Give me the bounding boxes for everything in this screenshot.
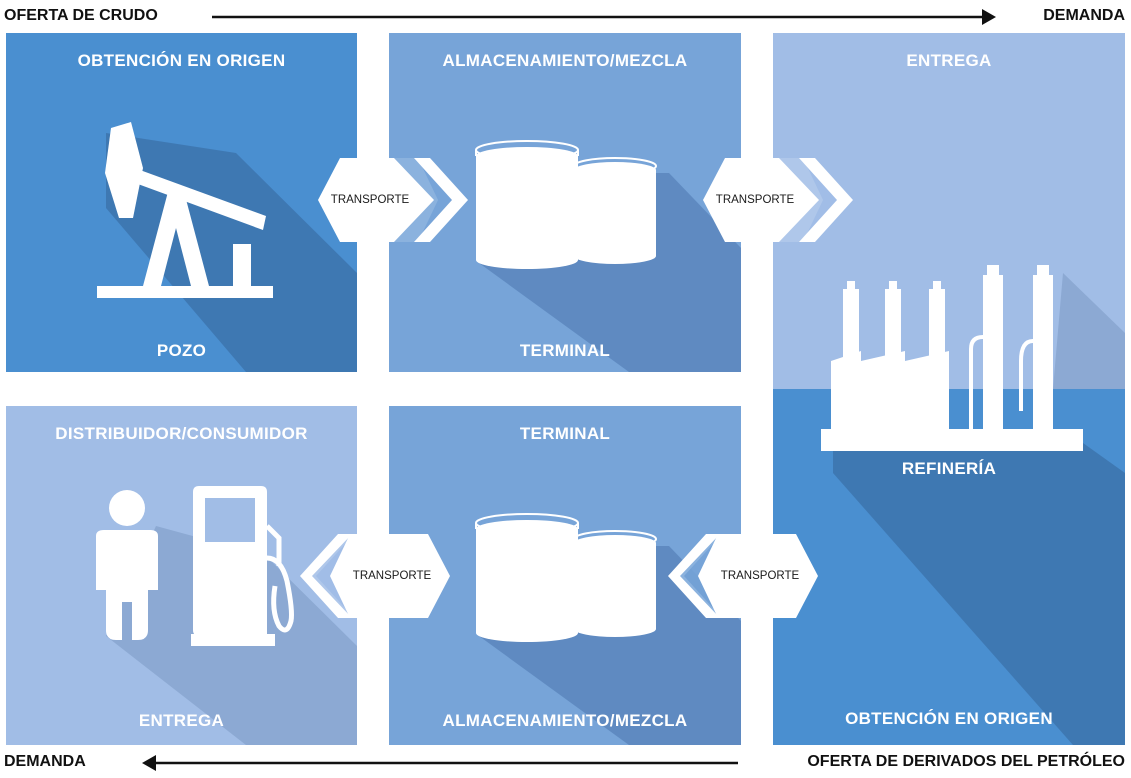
bottom-flow-left-label: DEMANDA: [4, 753, 86, 770]
panel-title: DISTRIBUIDOR/CONSUMIDOR: [55, 424, 308, 443]
panel-title: OBTENCIÓN EN ORIGEN: [77, 51, 286, 70]
transport-label: TRANSPORTE: [720, 570, 800, 582]
refinery-icon: [821, 265, 1083, 451]
panel-caption: POZO: [156, 341, 207, 360]
transport-connector-bottom-1: TRANSPORTE: [300, 534, 450, 618]
panel-caption-bottom: OBTENCIÓN EN ORIGEN: [845, 709, 1053, 728]
transport-connector-top-2: TRANSPORTE: [703, 158, 853, 242]
panel-pozo: OBTENCIÓN EN ORIGEN POZO: [6, 33, 357, 372]
transport-label: TRANSPORTE: [352, 570, 432, 582]
pumpjack-icon: [97, 122, 273, 298]
bottom-flow-arrow: [142, 755, 738, 771]
panel-title: ENTREGA: [906, 51, 992, 70]
panel-title: ALMACENAMIENTO/MEZCLA: [442, 51, 688, 70]
bottom-flow-right-label: OFERTA DE DERIVADOS DEL PETRÓLEO: [807, 753, 1125, 770]
transport-shape: [703, 158, 853, 242]
panel-caption-refineria: REFINERÍA: [901, 459, 997, 478]
person-icon: [96, 490, 158, 640]
icon-shadow: [833, 273, 1125, 745]
transport-connector-top-1: TRANSPORTE: [318, 158, 468, 242]
panel-caption: ENTREGA: [138, 711, 225, 730]
top-flow-arrow: [212, 9, 996, 25]
fuel-pump-icon: [191, 486, 294, 646]
storage-tanks-icon: [475, 140, 657, 269]
panel-terminal-top: ALMACENAMIENTO/MEZCLA TERMINAL: [389, 33, 741, 372]
transport-shape: [300, 534, 450, 618]
panel-caption: ALMACENAMIENTO/MEZCLA: [442, 711, 688, 730]
panel-distribuidor: DISTRIBUIDOR/CONSUMIDOR ENTREGA: [6, 406, 357, 745]
transport-shape: [668, 534, 818, 618]
panel-title: TERMINAL: [519, 424, 611, 443]
transport-shape: [318, 158, 468, 242]
transport-label: TRANSPORTE: [715, 194, 795, 206]
top-flow-left-label: OFERTA DE CRUDO: [4, 7, 158, 24]
panel-refineria: ENTREGA REFINERÍA OBTENCIÓN EN ORIGEN: [773, 33, 1125, 745]
storage-tanks-icon: [475, 513, 657, 642]
panel-caption: TERMINAL: [519, 341, 611, 360]
transport-connector-bottom-2: TRANSPORTE: [668, 534, 818, 618]
top-flow-right-label: DEMANDA: [1043, 7, 1125, 24]
transport-label: TRANSPORTE: [330, 194, 410, 206]
